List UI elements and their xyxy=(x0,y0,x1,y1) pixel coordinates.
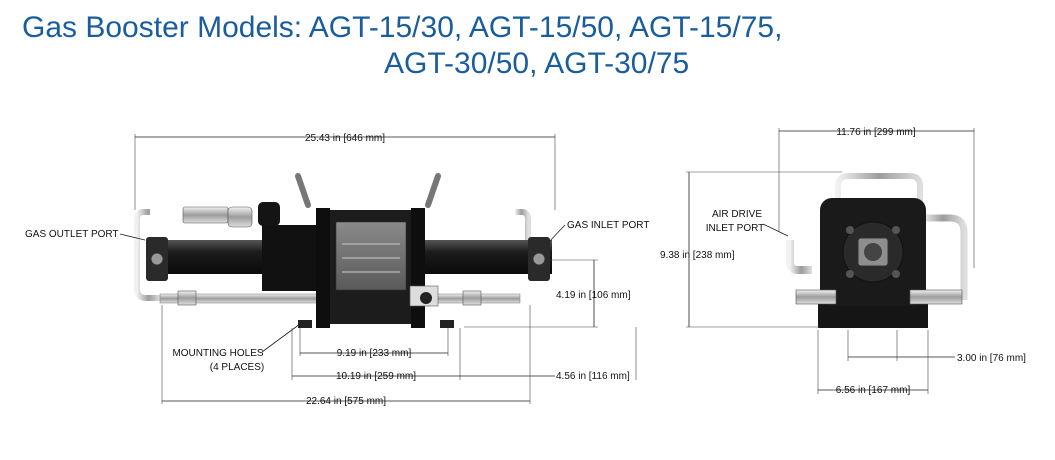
side-hole-spacing-label: 3.00 in [76 mm] xyxy=(957,353,1026,364)
gas-inlet-callout: GAS INLET PORT xyxy=(546,220,649,245)
front-view: 25.43 in [646 mm] GAS OUTLET PORT GAS IN… xyxy=(25,133,649,407)
dim-overall-length: 25.43 in [646 mm] xyxy=(134,133,556,210)
gas-outlet-callout: GAS OUTLET PORT xyxy=(25,229,146,241)
air-drive-label: AIR DRIVE xyxy=(712,209,762,220)
base-width-label: 6.56 in [167 mm] xyxy=(836,385,911,396)
dim-hole-spacing-outer: 10.19 in [259 mm] xyxy=(291,328,461,382)
title-line-1: Gas Booster Models: AGT-15/30, AGT-15/50… xyxy=(22,11,783,44)
dim-side-hole-spacing: 3.00 in [76 mm] xyxy=(847,330,1026,364)
mounting-holes-callout: MOUNTING HOLES (4 PLACES) xyxy=(172,323,301,373)
air-drive-inlet-label: INLET PORT xyxy=(706,223,765,234)
dim-height-to-port: 4.19 in [106 mm] xyxy=(464,259,631,328)
mounting-holes-count: (4 PLACES) xyxy=(210,362,264,373)
side-view: 11.76 in [299 mm] AIR DRIVE INLET PORT 9… xyxy=(660,127,1026,396)
booster-front-body xyxy=(134,173,552,328)
base-length-label: 22.64 in [575 mm] xyxy=(306,396,386,407)
gas-inlet-port-label: GAS INLET PORT xyxy=(567,220,649,231)
overall-width-label: 11.76 in [299 mm] xyxy=(836,127,916,138)
dim-hole-spacing-inner: 9.19 in [233 mm] xyxy=(299,328,449,359)
height-to-port-label: 4.19 in [106 mm] xyxy=(556,290,631,301)
mounting-holes-label: MOUNTING HOLES xyxy=(172,348,263,359)
hole-spacing-outer-label: 10.19 in [259 mm] xyxy=(336,371,416,382)
overall-length-label: 25.43 in [646 mm] xyxy=(305,133,385,144)
dim-overall-height: 9.38 in [238 mm] xyxy=(660,171,842,328)
end-offset-label: 4.56 in [116 mm] xyxy=(556,371,630,382)
page-title: Gas Booster Models: AGT-15/30, AGT-15/50… xyxy=(22,10,782,82)
air-drive-callout: AIR DRIVE INLET PORT xyxy=(706,209,789,237)
title-line-2: AGT-30/50, AGT-30/75 xyxy=(384,47,690,80)
booster-side-body xyxy=(786,173,968,328)
dim-base-length: 22.64 in [575 mm] xyxy=(161,305,531,407)
dim-end-offset: 4.56 in [116 mm] xyxy=(460,327,637,382)
overall-height-label: 9.38 in [238 mm] xyxy=(660,250,735,261)
hole-spacing-inner-label: 9.19 in [233 mm] xyxy=(337,348,412,359)
gas-outlet-port-label: GAS OUTLET PORT xyxy=(25,229,119,240)
dim-base-width: 6.56 in [167 mm] xyxy=(817,330,929,396)
dim-overall-width: 11.76 in [299 mm] xyxy=(778,127,975,268)
